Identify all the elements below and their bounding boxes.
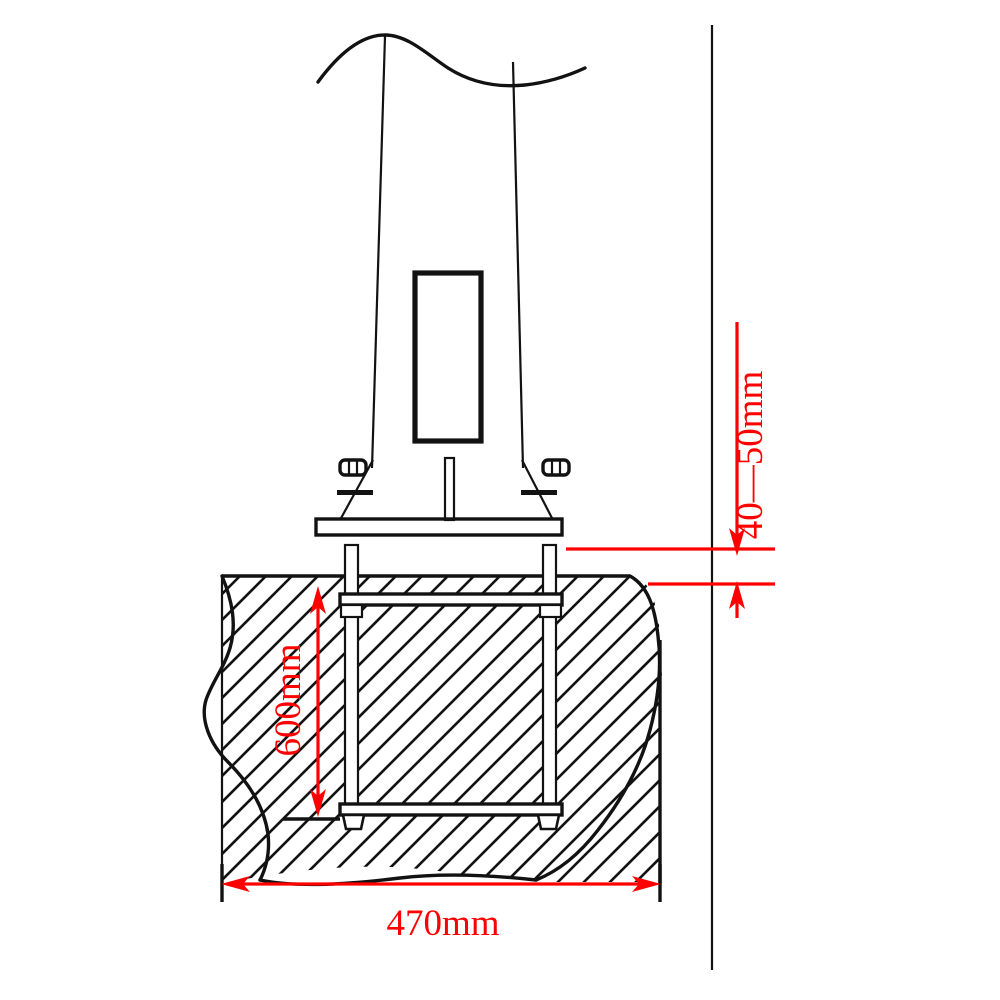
- grout-gap-label: 40—50mm: [730, 371, 771, 540]
- grout-gap-arrow-lower: [729, 581, 745, 609]
- width-arrow-left: [221, 876, 250, 892]
- grout-gap-arrow-upper: [729, 528, 745, 556]
- base-assembly: [337, 456, 571, 522]
- foundation-left-break: [202, 574, 271, 882]
- dimension-foundation-width: 470mm: [220, 864, 662, 944]
- dimension-embedment-depth: 600mm: [268, 586, 340, 821]
- embedment-arrow-upper: [310, 586, 326, 614]
- embedment-label: 600mm: [268, 643, 309, 756]
- concrete-block: [202, 574, 662, 887]
- template-bottom-nut-left: [341, 813, 366, 831]
- break-line: [316, 33, 587, 88]
- center-rib: [443, 456, 456, 522]
- template-top-nut-right: [538, 603, 563, 619]
- template-bottom-nut-right: [536, 813, 561, 831]
- tick-right: [521, 490, 557, 495]
- template-top-nut-left: [339, 603, 364, 619]
- nut-left: [338, 458, 368, 477]
- embedment-arrow-lower: [310, 789, 326, 817]
- dimension-grout-gap: 40—50mm: [566, 322, 775, 618]
- width-label: 470mm: [386, 903, 499, 944]
- template-bottom: [338, 802, 564, 817]
- base-plate: [314, 517, 564, 537]
- template-top: [338, 592, 564, 607]
- foundation-right-break: [534, 574, 662, 882]
- anchor-bolt-cage: [338, 543, 564, 831]
- width-arrow-right: [632, 876, 661, 892]
- nut-right: [541, 458, 571, 477]
- access-door: [412, 270, 484, 444]
- tick-left: [337, 490, 373, 495]
- pole-shaft: [316, 33, 587, 469]
